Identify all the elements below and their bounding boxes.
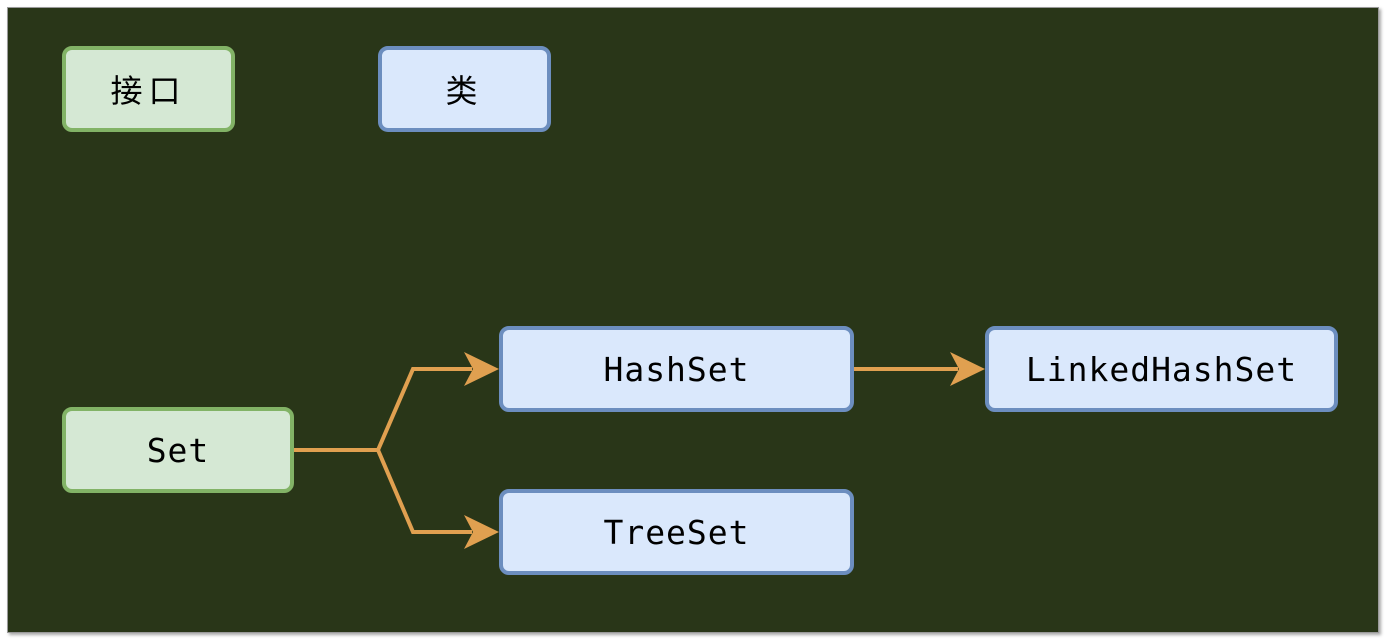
arrowhead-linkedhashset — [950, 352, 985, 386]
node-linkedhashset: LinkedHashSet — [985, 326, 1338, 412]
legend-interface-label: 接口 — [110, 72, 187, 110]
arrowhead-hashset — [464, 352, 499, 386]
node-hashset-label: HashSet — [603, 349, 750, 389]
arrowhead-treeset — [464, 515, 499, 549]
node-treeset: TreeSet — [499, 489, 854, 575]
node-hashset: HashSet — [499, 326, 854, 412]
node-treeset-label: TreeSet — [603, 512, 750, 552]
legend-class-box: 类 — [378, 46, 551, 132]
node-linkedhashset-label: LinkedHashSet — [1025, 349, 1298, 389]
edge-set-to-treeset — [376, 449, 472, 534]
node-set-label: Set — [146, 430, 210, 470]
legend-interface-box: 接口 — [62, 46, 235, 132]
node-set: Set — [62, 407, 294, 493]
legend-class-label: 类 — [445, 72, 484, 110]
edge-set-to-hashset — [294, 367, 472, 452]
